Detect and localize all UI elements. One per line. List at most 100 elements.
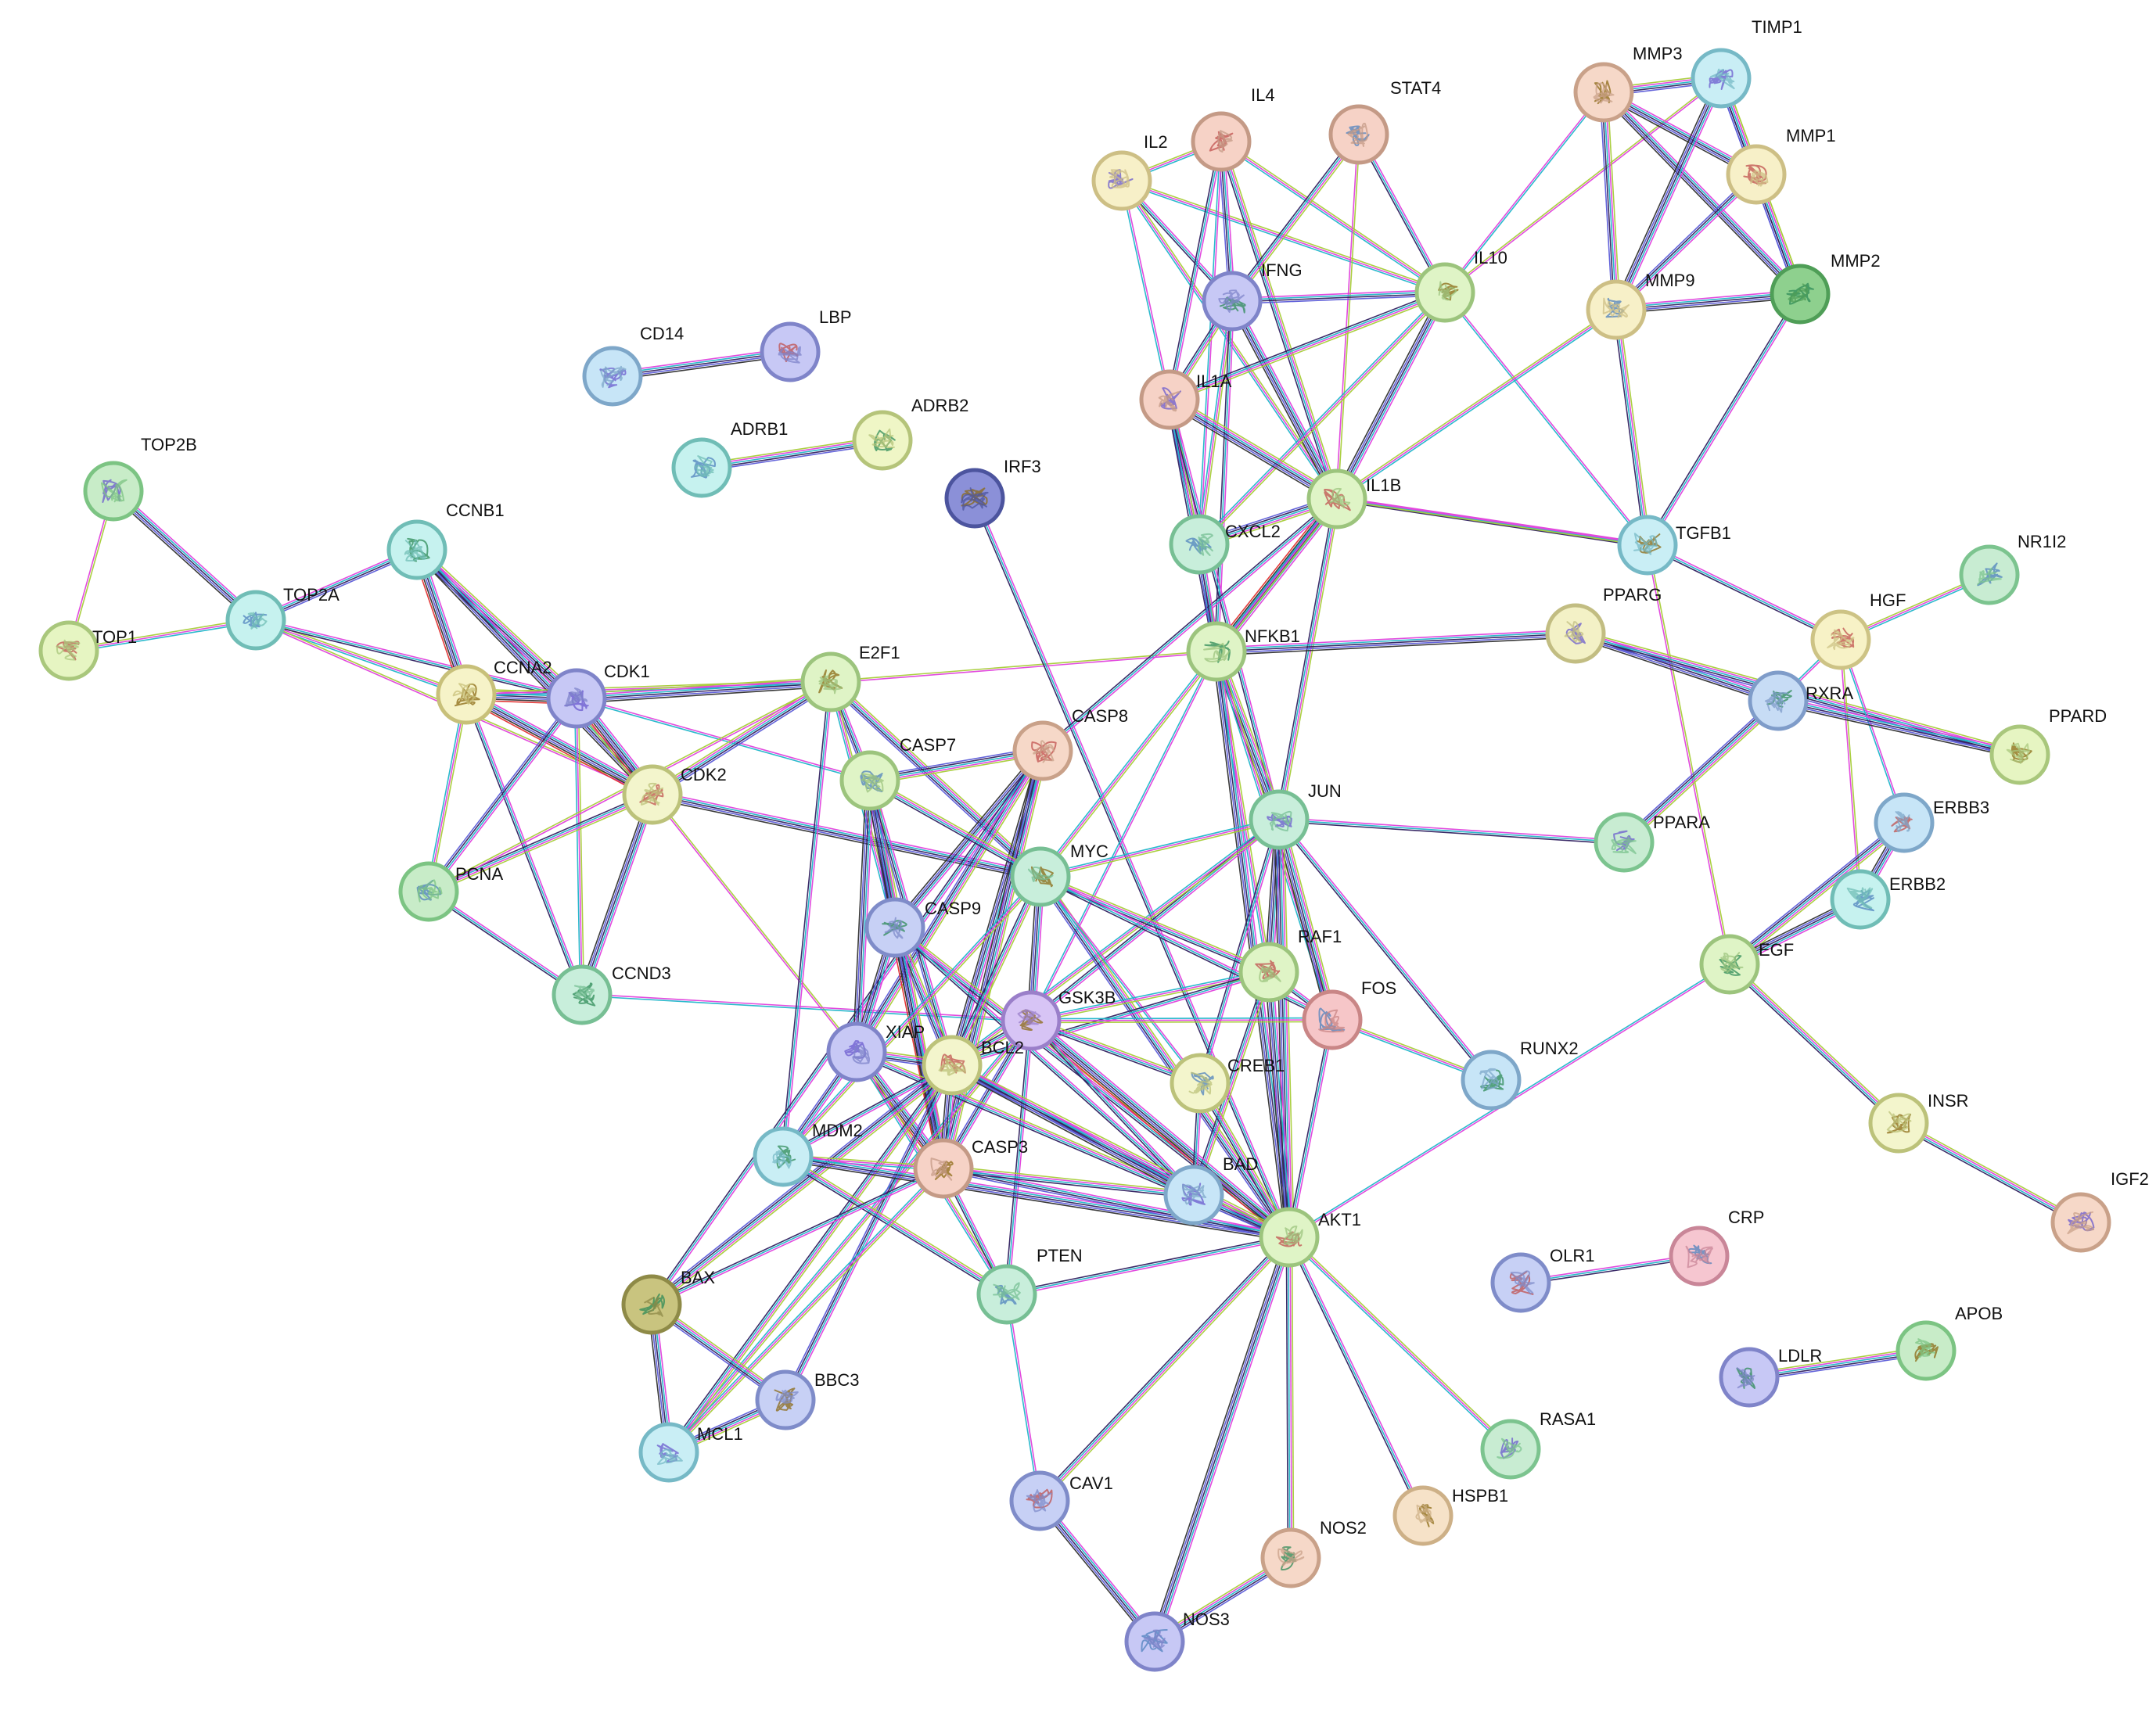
node-label: MMP9	[1645, 271, 1695, 290]
node-runx2[interactable]: RUNX2	[1461, 1039, 1579, 1111]
edge-strand	[1615, 310, 1648, 546]
node-ppard[interactable]: PPARD	[1989, 706, 2107, 785]
node-tgfb1[interactable]: TGFB1	[1617, 515, 1731, 576]
node-insr[interactable]: INSR	[1868, 1091, 1969, 1154]
node-stat4[interactable]: STAT4	[1328, 78, 1441, 165]
node-ccnb1[interactable]: CCNB1	[386, 501, 505, 580]
edge-strand	[1279, 817, 1625, 842]
node-il10[interactable]: IL10	[1414, 248, 1507, 323]
node-nos3[interactable]: NOS3	[1124, 1610, 1230, 1672]
node-ifng[interactable]: IFNG	[1202, 260, 1303, 332]
edge-strand	[413, 551, 651, 798]
node-label: HGF	[1870, 590, 1906, 610]
edge-strand	[1336, 498, 1648, 546]
node-circle[interactable]	[638, 1422, 699, 1483]
node-erbb2[interactable]: ERBB2	[1830, 869, 1946, 930]
node-adrb1[interactable]: ADRB1	[671, 419, 788, 498]
edge-strand	[1288, 1019, 1333, 1238]
node-erbb3[interactable]: ERBB3	[1874, 792, 1989, 853]
node-top2a[interactable]: TOP2A	[225, 585, 340, 651]
edge-strand	[950, 1068, 1193, 1199]
node-il1a[interactable]: IL1A	[1139, 369, 1232, 430]
edge-strand	[429, 698, 578, 893]
node-mmp9[interactable]: MMP9	[1586, 271, 1695, 340]
edge-strand	[652, 790, 1042, 874]
protein-structure-icon	[844, 1039, 866, 1059]
node-gsk3b[interactable]: GSK3B	[1001, 988, 1116, 1051]
node-cav1[interactable]: CAV1	[1009, 1470, 1113, 1531]
node-circle[interactable]	[1895, 1320, 1957, 1381]
node-mdm2[interactable]: MDM2	[753, 1121, 863, 1187]
node-ccna2[interactable]: CCNA2	[436, 658, 552, 725]
node-igf2[interactable]: IGF2	[2050, 1169, 2149, 1253]
node-circle[interactable]	[1392, 1485, 1454, 1546]
node-circle[interactable]	[1573, 62, 1634, 123]
node-irf3[interactable]: IRF3	[944, 457, 1041, 529]
edge-strand	[1278, 820, 1624, 845]
node-cxcl2[interactable]: CXCL2	[1169, 514, 1281, 575]
edge-strand	[1898, 1123, 2081, 1224]
node-casp9[interactable]: CASP9	[864, 897, 981, 958]
node-nfkb1[interactable]: NFKB1	[1186, 621, 1300, 682]
node-e2f1[interactable]: E2F1	[800, 643, 900, 712]
node-top2b[interactable]: TOP2B	[83, 435, 197, 522]
node-ppara[interactable]: PPARA	[1594, 812, 1710, 873]
node-nos2[interactable]: NOS2	[1260, 1518, 1367, 1588]
node-rxra[interactable]: RXRA	[1748, 670, 1853, 731]
node-myc[interactable]: MYC	[1010, 842, 1109, 907]
node-mmp3[interactable]: MMP3	[1573, 44, 1683, 123]
node-hgf[interactable]: HGF	[1810, 590, 1906, 670]
node-circle[interactable]	[1328, 104, 1389, 165]
node-apob[interactable]: APOB	[1895, 1304, 2003, 1381]
node-cd14[interactable]: CD14	[582, 324, 684, 407]
edge-strand	[782, 1157, 1007, 1296]
node-casp7[interactable]: CASP7	[839, 735, 956, 811]
node-bcl2[interactable]: BCL2	[922, 1035, 1024, 1096]
node-casp3[interactable]: CASP3	[913, 1137, 1028, 1199]
node-label: NR1I2	[2018, 532, 2066, 551]
edge-strand	[465, 694, 652, 796]
node-bax[interactable]: BAX	[621, 1268, 715, 1335]
node-pparg[interactable]: PPARG	[1545, 585, 1662, 664]
edge-strand	[466, 693, 653, 795]
node-hspb1[interactable]: HSPB1	[1392, 1485, 1508, 1546]
node-cdk1[interactable]: CDK1	[546, 662, 650, 729]
node-il2[interactable]: IL2	[1091, 132, 1168, 211]
node-egf[interactable]: EGF	[1699, 934, 1794, 995]
node-mmp2[interactable]: MMP2	[1770, 251, 1881, 325]
node-crp[interactable]: CRP	[1669, 1208, 1764, 1287]
node-pten[interactable]: PTEN	[976, 1246, 1083, 1325]
node-label: LDLR	[1778, 1346, 1822, 1366]
node-nr1i2[interactable]: NR1I2	[1959, 532, 2066, 605]
node-casp8[interactable]: CASP8	[1012, 706, 1128, 781]
node-circle[interactable]	[1009, 1470, 1070, 1531]
node-ccnd3[interactable]: CCND3	[552, 964, 671, 1025]
node-raf1[interactable]: RAF1	[1238, 927, 1342, 1003]
edge-strand	[1030, 1019, 1333, 1021]
node-bbc3[interactable]: BBC3	[755, 1369, 859, 1430]
node-pcna[interactable]: PCNA	[398, 861, 503, 922]
node-ldlr[interactable]: LDLR	[1719, 1346, 1822, 1408]
node-adrb2[interactable]: ADRB2	[852, 396, 968, 471]
edge-strand	[896, 925, 1196, 1194]
node-akt1[interactable]: AKT1	[1259, 1207, 1361, 1268]
node-olr1[interactable]: OLR1	[1490, 1246, 1594, 1313]
edge-CDK1-PCNA	[426, 696, 580, 894]
node-lbp[interactable]: LBP	[760, 307, 852, 382]
node-cdk2[interactable]: CDK2	[622, 764, 727, 825]
node-mmp1[interactable]: MMP1	[1726, 126, 1836, 205]
edge-strand	[1216, 630, 1576, 651]
node-mcl1[interactable]: MCL1	[638, 1422, 743, 1483]
node-jun[interactable]: JUN	[1249, 781, 1342, 850]
node-top1[interactable]: TOP1	[38, 620, 137, 681]
node-il4[interactable]: IL4	[1191, 85, 1275, 172]
node-bad[interactable]: BAD	[1163, 1154, 1258, 1226]
node-xiap[interactable]: XIAP	[826, 1021, 925, 1082]
protein-structure-icon	[1611, 836, 1637, 855]
node-il1b[interactable]: IL1B	[1306, 468, 1401, 529]
protein-structure-icon	[778, 346, 802, 364]
node-timp1[interactable]: TIMP1	[1691, 17, 1802, 109]
node-creb1[interactable]: CREB1	[1170, 1053, 1285, 1114]
node-fos[interactable]: FOS	[1302, 978, 1396, 1050]
node-rasa1[interactable]: RASA1	[1480, 1409, 1596, 1480]
